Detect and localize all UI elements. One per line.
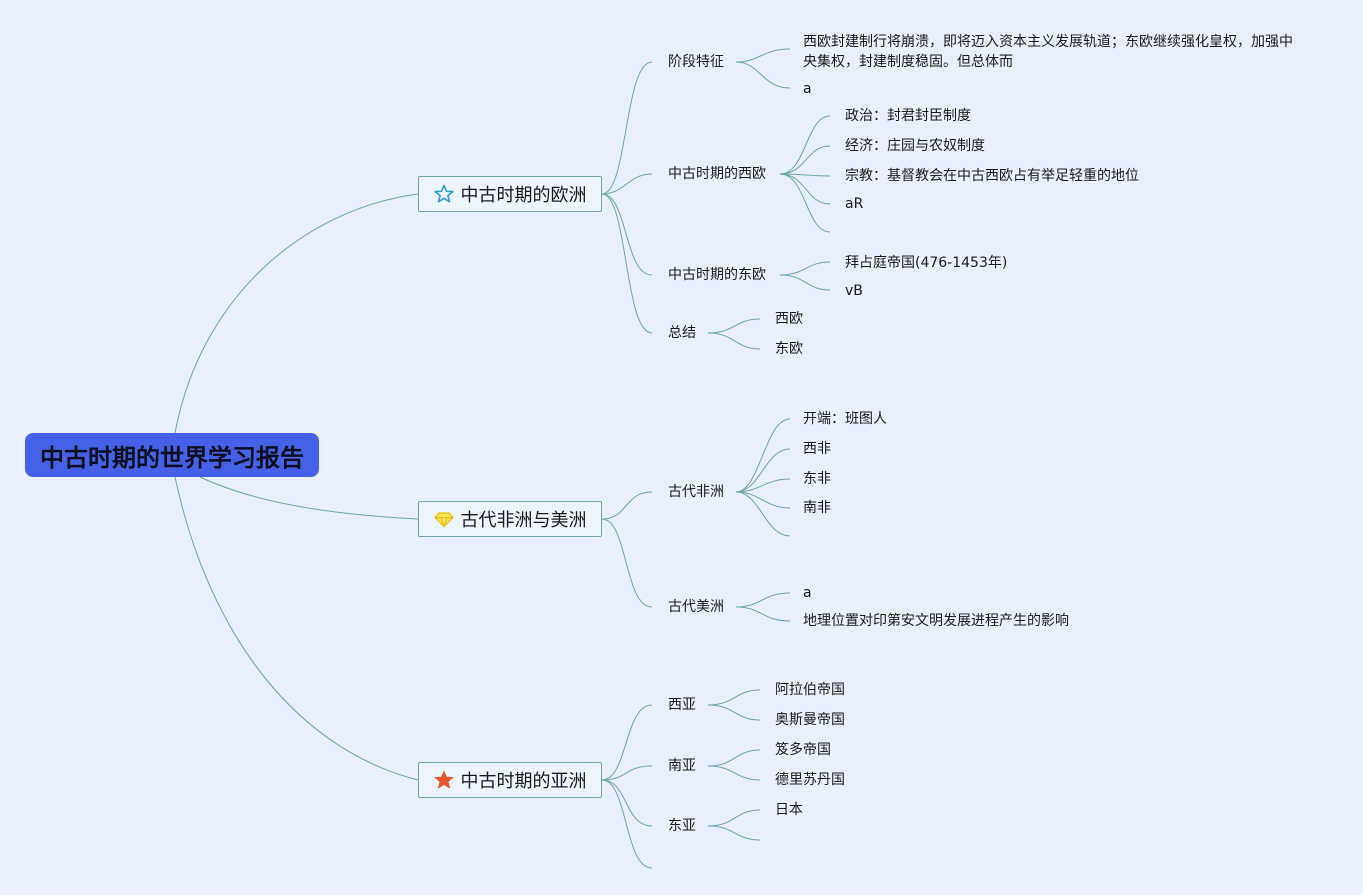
leaf-west-europe-2[interactable]: 经济：庄园与农奴制度 (845, 138, 985, 154)
leaf-africa-1[interactable]: 开端：班图人 (803, 411, 887, 427)
branch-africa-america[interactable]: 古代非洲与美洲 (418, 501, 602, 537)
node-america[interactable]: 古代美洲 (668, 599, 724, 615)
branch-europe[interactable]: 中古时期的欧洲 (418, 176, 602, 212)
root-topic[interactable]: 中古时期的世界学习报告 (25, 433, 319, 477)
node-east-europe[interactable]: 中古时期的东欧 (668, 267, 766, 283)
star-outline-icon (433, 184, 454, 204)
leaf-summary-1[interactable]: 西欧 (775, 311, 803, 327)
leaf-south-asia-2[interactable]: 德里苏丹国 (775, 772, 845, 788)
node-west-asia[interactable]: 西亚 (668, 697, 696, 713)
leaf-america-1[interactable]: a (803, 585, 812, 601)
leaf-east-asia-1[interactable]: 日本 (775, 802, 803, 818)
leaf-stage-1[interactable]: 西欧封建制行将崩溃，即将迈入资本主义发展轨道；东欧继续强化皇权，加强中央集权，封… (803, 34, 1293, 70)
branch-africa-america-label: 古代非洲与美洲 (460, 510, 587, 531)
star-filled-icon (434, 770, 454, 790)
leaf-stage-2[interactable]: a (803, 81, 812, 97)
leaf-america-2[interactable]: 地理位置对印第安文明发展进程产生的影响 (803, 613, 1069, 629)
branch-asia-label: 中古时期的亚洲 (460, 771, 587, 792)
leaf-west-europe-3[interactable]: 宗教：基督教会在中古西欧占有举足轻重的地位 (845, 168, 1139, 184)
node-west-europe[interactable]: 中古时期的西欧 (668, 166, 766, 182)
node-summary[interactable]: 总结 (668, 325, 696, 341)
leaf-west-asia-2[interactable]: 奥斯曼帝国 (775, 712, 845, 728)
diamond-icon (433, 509, 454, 529)
node-africa[interactable]: 古代非洲 (668, 484, 724, 500)
leaf-east-europe-2[interactable]: vB (845, 283, 863, 299)
leaf-west-asia-1[interactable]: 阿拉伯帝国 (775, 682, 845, 698)
leaf-west-europe-1[interactable]: 政治：封君封臣制度 (845, 108, 971, 124)
leaf-africa-3[interactable]: 东非 (803, 471, 831, 487)
branch-asia[interactable]: 中古时期的亚洲 (418, 762, 602, 798)
branch-europe-label: 中古时期的欧洲 (460, 185, 587, 206)
root-topic-label: 中古时期的世界学习报告 (40, 443, 304, 472)
leaf-africa-2[interactable]: 西非 (803, 441, 831, 457)
node-stage[interactable]: 阶段特征 (668, 54, 724, 70)
leaf-west-europe-4[interactable]: aR (845, 196, 864, 212)
leaf-east-europe-1[interactable]: 拜占庭帝国(476-1453年) (845, 255, 1008, 271)
node-east-asia[interactable]: 东亚 (668, 818, 696, 834)
leaf-summary-2[interactable]: 东欧 (775, 341, 803, 357)
leaf-africa-4[interactable]: 南非 (803, 500, 831, 516)
leaf-south-asia-1[interactable]: 笈多帝国 (775, 742, 831, 758)
node-south-asia[interactable]: 南亚 (668, 758, 696, 774)
